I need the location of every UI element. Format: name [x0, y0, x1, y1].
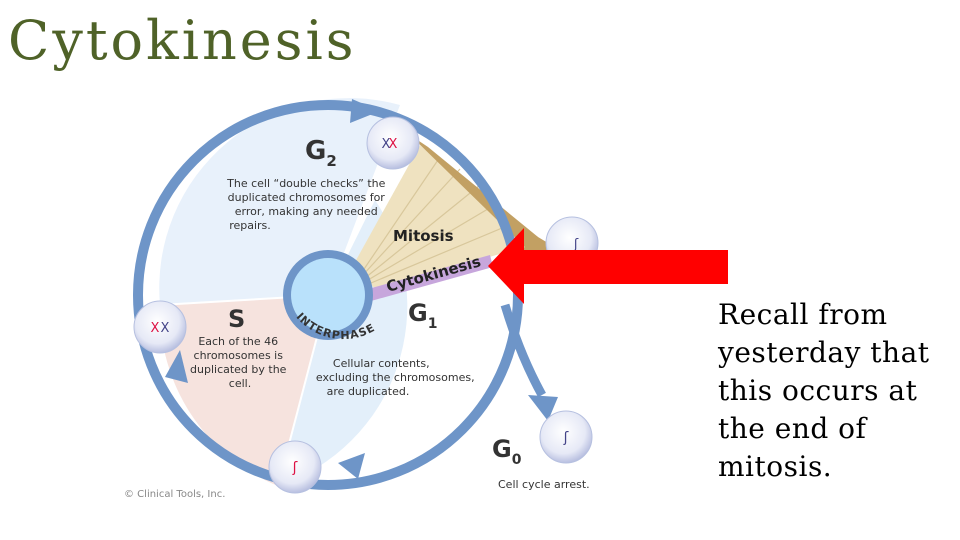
note-line: yesterday that: [718, 336, 930, 369]
g1-description: Cellular contents, excluding the chromos…: [316, 357, 478, 398]
svg-text:ʃ: ʃ: [573, 237, 579, 252]
g1-letter: G1: [408, 299, 437, 332]
cell-cycle-diagram: Cytokinesis INTERPHASE X X X X ʃ ʃ ʃ G2 …: [124, 98, 599, 500]
cell-icon-g0: ʃ: [539, 410, 593, 464]
svg-text:X: X: [151, 321, 160, 336]
red-arrow: [488, 228, 728, 304]
s-region: [159, 295, 328, 486]
mitosis-fan-lines: [359, 156, 515, 284]
g0-description: Cell cycle arrest.: [498, 478, 590, 491]
s-letter: S: [228, 305, 245, 333]
interphase-center: [291, 258, 365, 332]
svg-text:ʃ: ʃ: [292, 460, 298, 476]
credit-text: © Clinical Tools, Inc.: [124, 489, 225, 500]
note-line: Recall from: [718, 298, 888, 331]
s-description: Each of the 46 chromosomes is duplicated…: [190, 335, 290, 390]
ring-arrowhead-bottom: [338, 453, 365, 479]
svg-text:ʃ: ʃ: [563, 430, 569, 446]
g2-description: The cell “double checks” the duplicated …: [226, 177, 389, 232]
mitosis-label: Mitosis: [393, 227, 454, 245]
ring-arrowhead-top: [350, 99, 380, 123]
svg-text:X: X: [161, 321, 170, 336]
note-line: mitosis.: [718, 450, 833, 483]
g2-letter: G2: [305, 136, 337, 170]
g0-branch-head: [528, 395, 558, 421]
cytokinesis-band: [368, 255, 493, 301]
slide-title: Cytokinesis: [8, 9, 357, 72]
cell-icon-top: X X: [366, 116, 420, 170]
ring-arrowhead-left: [165, 350, 188, 383]
note-line: this occurs at: [718, 374, 918, 407]
side-note: Recall from yesterday that this occurs a…: [718, 296, 958, 486]
svg-text:X: X: [389, 137, 398, 152]
note-line: the end of: [718, 412, 867, 445]
g0-branch: [500, 303, 546, 398]
cell-icon-left: X X: [133, 300, 187, 354]
g0-letter: G0: [492, 435, 522, 468]
svg-text:X: X: [382, 137, 391, 152]
cell-icon-bottom: ʃ: [268, 440, 322, 494]
